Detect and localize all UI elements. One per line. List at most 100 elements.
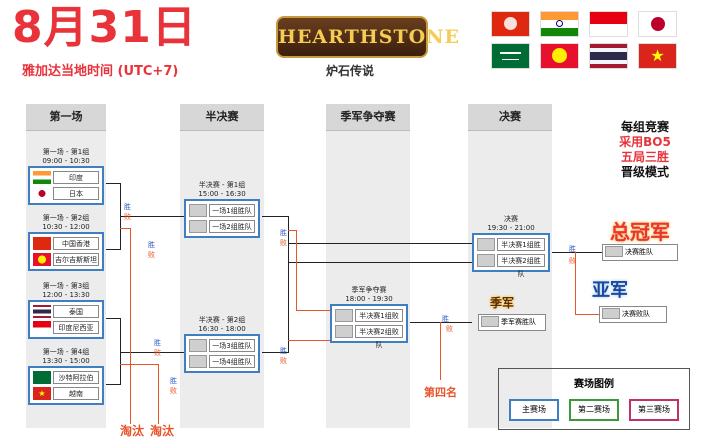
- final-match: 决赛 19:30 - 21:00 半决赛1组胜队 半决赛2组胜队: [472, 215, 550, 278]
- match-time: 18:00 - 19:30: [345, 295, 393, 303]
- third-header: 季军争夺赛: [326, 104, 410, 131]
- third-place-slot: 季军赛胜队: [478, 314, 546, 331]
- third-place-match: 季军争夺赛 18:00 - 19:30 半决赛1组败队 半决赛2组败队: [330, 286, 408, 349]
- round1-header: 第一场: [26, 104, 106, 131]
- japan-flag: [639, 12, 676, 36]
- japan-flag-icon: [33, 187, 51, 200]
- champion-slot: 决赛胜队: [602, 244, 678, 261]
- team-name: 半决赛2组胜队: [497, 254, 545, 278]
- team-name: 印度: [53, 171, 99, 184]
- rules-line: 每组竞赛: [620, 120, 669, 134]
- timezone-label: 雅加达当地时间 (UTC+7): [22, 64, 179, 79]
- thailand-flag-icon: [33, 305, 51, 318]
- champion-title: 总冠军: [610, 220, 670, 244]
- lose-marker: 败: [569, 257, 576, 265]
- legend-second-arena: 第二赛场: [569, 399, 619, 421]
- format-rules: 每组竞赛 采用BO5 五局三胜 晋级模式: [600, 120, 690, 180]
- match-time: 16:30 - 18:00: [198, 325, 246, 333]
- legend-main-arena: 主赛场: [509, 399, 559, 421]
- thailand-flag: [590, 44, 627, 68]
- match-label: 季军争夺赛: [351, 286, 387, 294]
- team-name: 泰国: [53, 305, 99, 318]
- match-time: 09:00 - 10:30: [42, 157, 90, 165]
- hong-kong-flag: [492, 12, 529, 36]
- match-time: 19:30 - 21:00: [487, 224, 535, 232]
- match-time: 13:30 - 15:00: [42, 357, 90, 365]
- india-flag-icon: [33, 171, 51, 184]
- team-name: 吉尔吉斯斯坦: [53, 253, 99, 266]
- kyrgyzstan-flag-icon: [33, 253, 51, 266]
- team-name: 半决赛2组败队: [355, 325, 403, 349]
- win-marker: 胜: [148, 241, 155, 249]
- legend-title: 赛场图例: [574, 379, 614, 390]
- win-marker: 胜: [280, 347, 287, 355]
- team-name: 中国香港: [53, 237, 99, 250]
- indonesia-flag-icon: [33, 321, 51, 334]
- win-marker: 胜: [154, 339, 161, 347]
- indonesia-flag: [590, 12, 627, 36]
- runner-up-slot: 决赛败队: [599, 306, 667, 323]
- vietnam-flag: ★: [639, 44, 676, 68]
- fourth-place-label: 第四名: [424, 386, 457, 399]
- match-label: 决赛: [504, 215, 518, 223]
- team-name: 印度尼西亚: [53, 321, 99, 334]
- lose-marker: 败: [446, 325, 453, 333]
- match-label: 第一场 - 第2组: [42, 214, 90, 222]
- event-date: 8月31日: [12, 2, 197, 53]
- team-name: 半决赛1组胜队: [497, 238, 545, 262]
- lose-marker: 败: [124, 213, 131, 221]
- win-marker: 胜: [280, 229, 287, 237]
- runner-up-team: 决赛败队: [622, 310, 650, 318]
- lose-marker: 败: [148, 251, 155, 259]
- match-label: 第一场 - 第1组: [42, 148, 90, 156]
- team-name: 半决赛1组败队: [355, 309, 403, 333]
- win-marker: 胜: [170, 377, 177, 385]
- eliminated-label: 淘汰: [120, 424, 145, 438]
- round1-match-3: 第一场 - 第3组 12:00 - 13:30 泰国 印度尼西亚: [28, 282, 104, 339]
- team-name: 一场3组胜队: [209, 339, 255, 352]
- arena-legend: 赛场图例 主赛场 第二赛场 第三赛场: [498, 368, 690, 430]
- match-label: 半决赛 - 第2组: [198, 316, 246, 324]
- lose-marker: 败: [154, 349, 161, 357]
- semi-match-1: 半决赛 - 第1组 15:00 - 16:30 一场1组胜队 一场2组胜队: [184, 181, 260, 238]
- match-label: 第一场 - 第3组: [42, 282, 90, 290]
- kyrgyzstan-flag: [541, 44, 578, 68]
- lose-marker: 败: [170, 387, 177, 395]
- match-time: 10:30 - 12:00: [42, 223, 90, 231]
- rules-line: 采用BO5: [619, 135, 671, 149]
- saudi-arabia-flag: [492, 44, 529, 68]
- team-name: 沙特阿拉伯: [53, 371, 99, 384]
- win-marker: 胜: [442, 315, 449, 323]
- round1-match-2: 第一场 - 第2组 10:30 - 12:00 中国香港 吉尔吉斯斯坦: [28, 214, 104, 271]
- semi-match-2: 半决赛 - 第2组 16:30 - 18:00 一场3组胜队 一场4组胜队: [184, 316, 260, 373]
- round1-match-4: 第一场 - 第4组 13:30 - 15:00 沙特阿拉伯 ★越南: [28, 348, 104, 405]
- rules-line: 五局三胜: [620, 150, 669, 164]
- legend-third-arena: 第三赛场: [629, 399, 679, 421]
- rules-line: 晋级模式: [620, 165, 669, 179]
- runner-up-title: 亚军: [592, 280, 628, 301]
- match-label: 第一场 - 第4组: [42, 348, 90, 356]
- team-name: 一场4组胜队: [209, 355, 255, 368]
- team-name: 日本: [53, 187, 99, 200]
- team-name: 一场1组胜队: [209, 204, 255, 217]
- vietnam-flag-icon: ★: [33, 387, 51, 400]
- final-header: 决赛: [468, 104, 552, 131]
- semis-column: 半决赛: [180, 104, 264, 428]
- match-label: 半决赛 - 第1组: [198, 181, 246, 189]
- team-name: 一场2组胜队: [209, 220, 255, 233]
- semis-header: 半决赛: [180, 104, 264, 131]
- team-name: 越南: [53, 387, 99, 400]
- round1-match-1: 第一场 - 第1组 09:00 - 10:30 印度 日本: [28, 148, 104, 205]
- saudi-arabia-flag-icon: [33, 371, 51, 384]
- champion-team: 决赛胜队: [625, 248, 653, 256]
- india-flag: [541, 12, 578, 36]
- match-time: 15:00 - 16:30: [198, 190, 246, 198]
- win-marker: 胜: [569, 245, 576, 253]
- third-place-title: 季军: [490, 296, 515, 310]
- hearthstone-logo: HEARTHSTONE: [276, 16, 459, 58]
- lose-marker: 败: [280, 357, 287, 365]
- lose-marker: 败: [280, 239, 287, 247]
- hong-kong-flag-icon: [33, 237, 51, 250]
- logo-subtitle: 炉石传说: [325, 64, 374, 78]
- eliminated-label: 淘汰: [150, 424, 175, 438]
